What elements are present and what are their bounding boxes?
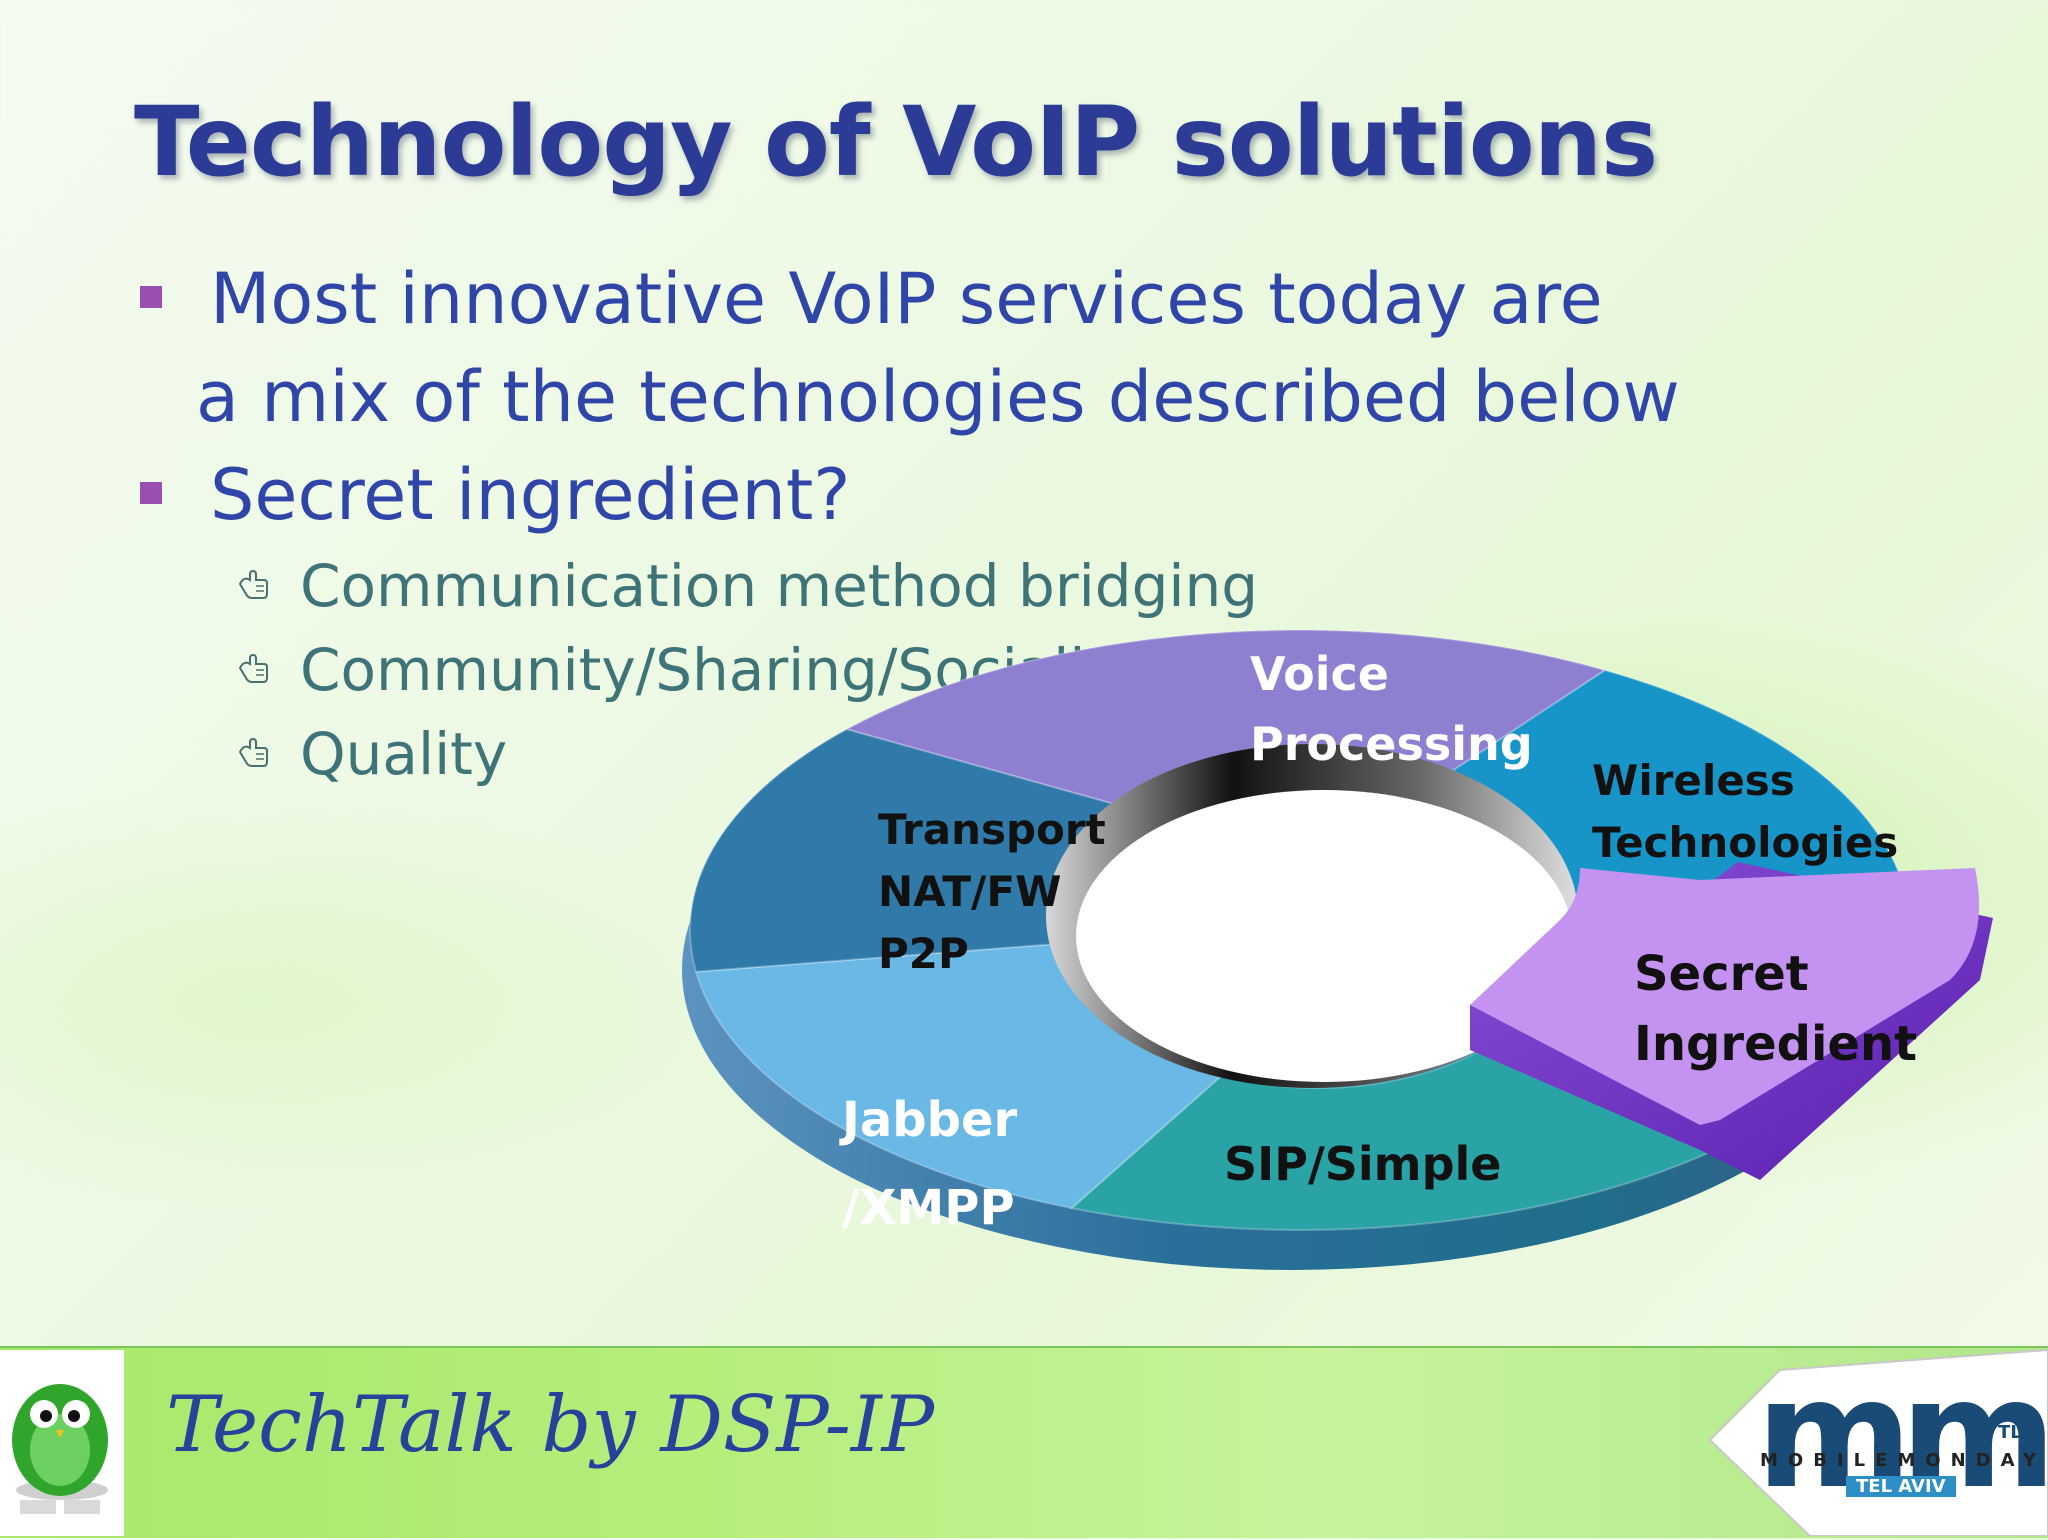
segment-label-secret: Secret bbox=[1634, 946, 1809, 1002]
segment-label-jabber: /XMPP bbox=[842, 1180, 1015, 1236]
slide-title: Technology of VoIP solutions bbox=[134, 86, 1658, 198]
mobilemonday-logo-city: TEL AVIV bbox=[1846, 1476, 1956, 1497]
donut-segment-secret bbox=[1470, 868, 1980, 1125]
segment-label-transport: Transport bbox=[878, 805, 1106, 854]
footer-techtalk-text: TechTalk by DSP-IP bbox=[166, 1380, 935, 1470]
pointing-hand-icon bbox=[238, 737, 268, 767]
mobilemonday-logo-background bbox=[1708, 1348, 2048, 1536]
owl-mascot-icon bbox=[12, 1384, 108, 1514]
segment-label-transport: NAT/FW bbox=[878, 867, 1061, 916]
pointing-hand-icon bbox=[238, 569, 268, 599]
segment-label-wireless: Technologies bbox=[1592, 818, 1898, 867]
sub-bullet-3: Quality bbox=[300, 720, 508, 788]
bullet-2: Secret ingredient? bbox=[210, 454, 851, 536]
bullet-1-line-1: Most innovative VoIP services today are bbox=[210, 258, 1603, 340]
pointing-hand-icon bbox=[238, 653, 268, 683]
bullet-marker bbox=[140, 482, 162, 504]
segment-label-sip: SIP/Simple bbox=[1224, 1137, 1501, 1191]
segment-label-voice: Voice bbox=[1250, 647, 1389, 701]
mobilemonday-logo-tlv: TLV bbox=[1998, 1422, 2034, 1443]
segment-label-wireless: Wireless bbox=[1592, 756, 1795, 805]
sub-bullet-1: Communication method bridging bbox=[300, 552, 1259, 620]
bullet-marker bbox=[140, 286, 162, 308]
technology-donut-diagram: VoiceProcessingWirelessTechnologiesSecre… bbox=[682, 629, 1993, 1270]
mobilemonday-logo-brand: MOBILEMONDAY™ bbox=[1760, 1450, 2048, 1471]
segment-label-voice: Processing bbox=[1250, 717, 1533, 771]
footer-bar bbox=[0, 1346, 2048, 1538]
bullet-1-line-2: a mix of the technologies described belo… bbox=[196, 356, 1680, 438]
segment-label-jabber: Jabber bbox=[839, 1092, 1018, 1148]
footer-mascot-panel bbox=[0, 1350, 124, 1536]
donut-hole bbox=[1076, 790, 1572, 1082]
segment-label-secret: Ingredient bbox=[1634, 1016, 1917, 1072]
segment-label-transport: P2P bbox=[878, 929, 969, 978]
